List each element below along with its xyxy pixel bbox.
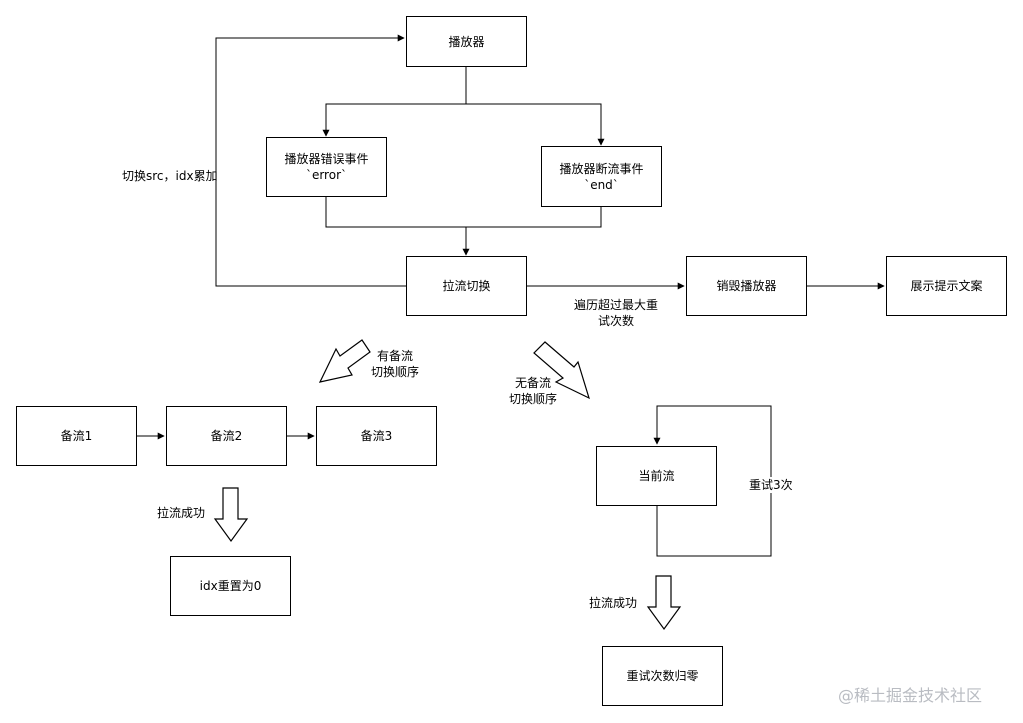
node-pull-switch: 拉流切换	[406, 256, 527, 316]
node-current-stream: 当前流	[596, 446, 717, 506]
label-retry-three: 重试3次	[749, 477, 793, 493]
node-backup-2-label: 备流2	[210, 429, 243, 443]
edge-end-to-switch	[466, 206, 602, 228]
node-show-tip: 展示提示文案	[886, 256, 1007, 316]
label-has-backup-line1: 有备流	[376, 349, 413, 363]
label-has-backup: 有备流 切换顺序	[365, 348, 425, 380]
label-exceed-retry-line1: 遍历超过最大重	[573, 298, 658, 312]
watermark: @稀土掘金技术社区	[838, 686, 983, 705]
label-switch-src: 切换src，idx累加	[122, 169, 218, 183]
node-backup-3: 备流3	[316, 406, 437, 466]
block-arrow-has-backup	[318, 339, 371, 383]
block-arrow-success-left	[213, 487, 249, 543]
node-idx-reset-label: idx重置为0	[199, 579, 262, 593]
node-player-end-label: 播放器断流事件	[559, 161, 644, 176]
block-arrow-no-backup	[533, 341, 590, 400]
node-backup-1-label: 备流1	[60, 429, 93, 443]
label-exceed-retry: 遍历超过最大重 试次数	[570, 297, 662, 329]
edge-error-to-switch	[325, 196, 470, 256]
label-no-backup-line1: 无备流	[514, 376, 551, 390]
node-backup-1: 备流1	[16, 406, 137, 466]
label-no-backup-line2: 切换顺序	[508, 392, 557, 406]
node-backup-3-label: 备流3	[360, 429, 393, 443]
label-exceed-retry-line2: 试次数	[597, 314, 634, 328]
node-destroy-player: 销毁播放器	[686, 256, 807, 316]
block-arrow-success-right	[646, 575, 682, 631]
node-player: 播放器	[406, 16, 527, 67]
node-player-end-code: `end`	[584, 177, 619, 192]
label-no-backup: 无备流 切换顺序	[503, 375, 563, 407]
node-player-error-code: `error`	[305, 168, 348, 182]
node-destroy-player-label: 销毁播放器	[716, 279, 777, 293]
node-idx-reset: idx重置为0	[170, 556, 291, 616]
node-show-tip-label: 展示提示文案	[910, 279, 983, 293]
edge-switch-back-to-player	[215, 34, 406, 287]
node-player-error-label: 播放器错误事件	[284, 152, 369, 166]
node-retry-reset: 重试次数归零	[602, 646, 723, 706]
node-current-stream-label: 当前流	[638, 469, 675, 483]
node-player-error: 播放器错误事件 `error`	[266, 137, 387, 197]
edge-player-to-end	[466, 103, 605, 146]
label-pull-success-right: 拉流成功	[589, 596, 638, 610]
label-pull-success-left: 拉流成功	[157, 506, 206, 520]
edge-player-to-events	[322, 66, 467, 137]
node-backup-2: 备流2	[166, 406, 287, 466]
label-has-backup-line2: 切换顺序	[370, 365, 419, 379]
node-player-label: 播放器	[448, 34, 485, 49]
node-player-end: 播放器断流事件 `end`	[541, 146, 662, 207]
node-retry-reset-label: 重试次数归零	[626, 669, 699, 683]
node-pull-switch-label: 拉流切换	[442, 279, 491, 293]
